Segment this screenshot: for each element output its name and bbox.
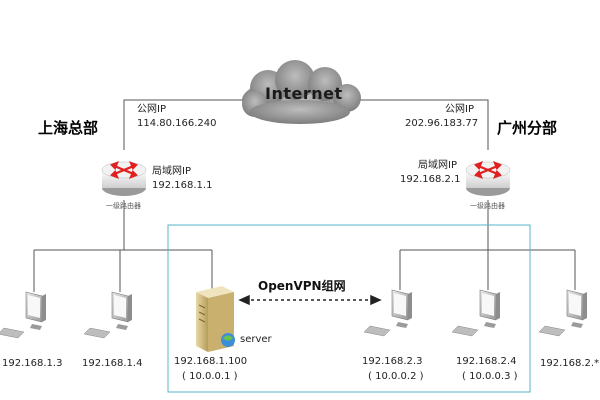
pc-icon-left-1 [0, 291, 46, 339]
server-name: server [240, 334, 272, 345]
host-ip-right-1: 192.168.2.3 [362, 356, 423, 367]
host-ip-right-3: 192.168.2.* [540, 358, 600, 369]
host-ip-right-2: 192.168.2.4 [456, 356, 517, 367]
public-ip-label-guangzhou: 公网IP [445, 104, 474, 115]
site-name-shanghai: 上海总部 [38, 119, 99, 137]
pc-icon-right-1 [363, 289, 412, 337]
router-icon-shanghai [101, 161, 147, 196]
pc-icon-right-2 [451, 289, 500, 337]
vpn-group-box [167, 224, 531, 393]
lan-ip-shanghai: 192.168.1.1 [152, 180, 213, 191]
public-ip-label-shanghai: 公网IP [137, 104, 166, 115]
host-ip-left-1: 192.168.1.3 [2, 358, 63, 369]
pc-icon-right-3 [538, 289, 587, 337]
router-icon-guangzhou [465, 161, 511, 196]
vpn-label: OpenVPN组网 [258, 279, 346, 293]
internet-cloud-icon [242, 60, 361, 124]
pc-icons [0, 289, 587, 339]
lan-links-shanghai [33, 200, 213, 292]
lan-ip-label-shanghai: 局域网IP [152, 166, 191, 177]
server-ip: 192.168.1.100 [174, 356, 248, 367]
internet-label: Internet [265, 84, 343, 103]
lan-ip-guangzhou: 192.168.2.1 [400, 174, 461, 185]
public-ip-guangzhou: 202.96.183.77 [405, 118, 479, 129]
host-ip-left-2: 192.168.1.4 [82, 358, 143, 369]
wan-link-guangzhou [348, 99, 489, 150]
router-caption-guangzhou: 一级路由器 [470, 202, 505, 210]
pc-icon-left-2 [83, 291, 132, 339]
wan-links [123, 99, 489, 150]
server-icon [196, 286, 235, 352]
wan-link-shanghai [123, 99, 252, 150]
server-vpn-ip: ( 10.0.0.1 ) [182, 371, 238, 382]
router-caption-shanghai: 一级路由器 [106, 202, 141, 210]
public-ip-shanghai: 114.80.166.240 [137, 118, 217, 129]
host-vpn-ip-right-2: ( 10.0.0.3 ) [462, 371, 518, 382]
host-vpn-ip-right-1: ( 10.0.0.2 ) [368, 371, 424, 382]
lan-links-guangzhou [399, 200, 576, 290]
lan-ip-label-guangzhou: 局域网IP [418, 160, 457, 171]
vpn-tunnel-arrow [238, 294, 382, 306]
site-name-guangzhou: 广州分部 [497, 119, 558, 137]
